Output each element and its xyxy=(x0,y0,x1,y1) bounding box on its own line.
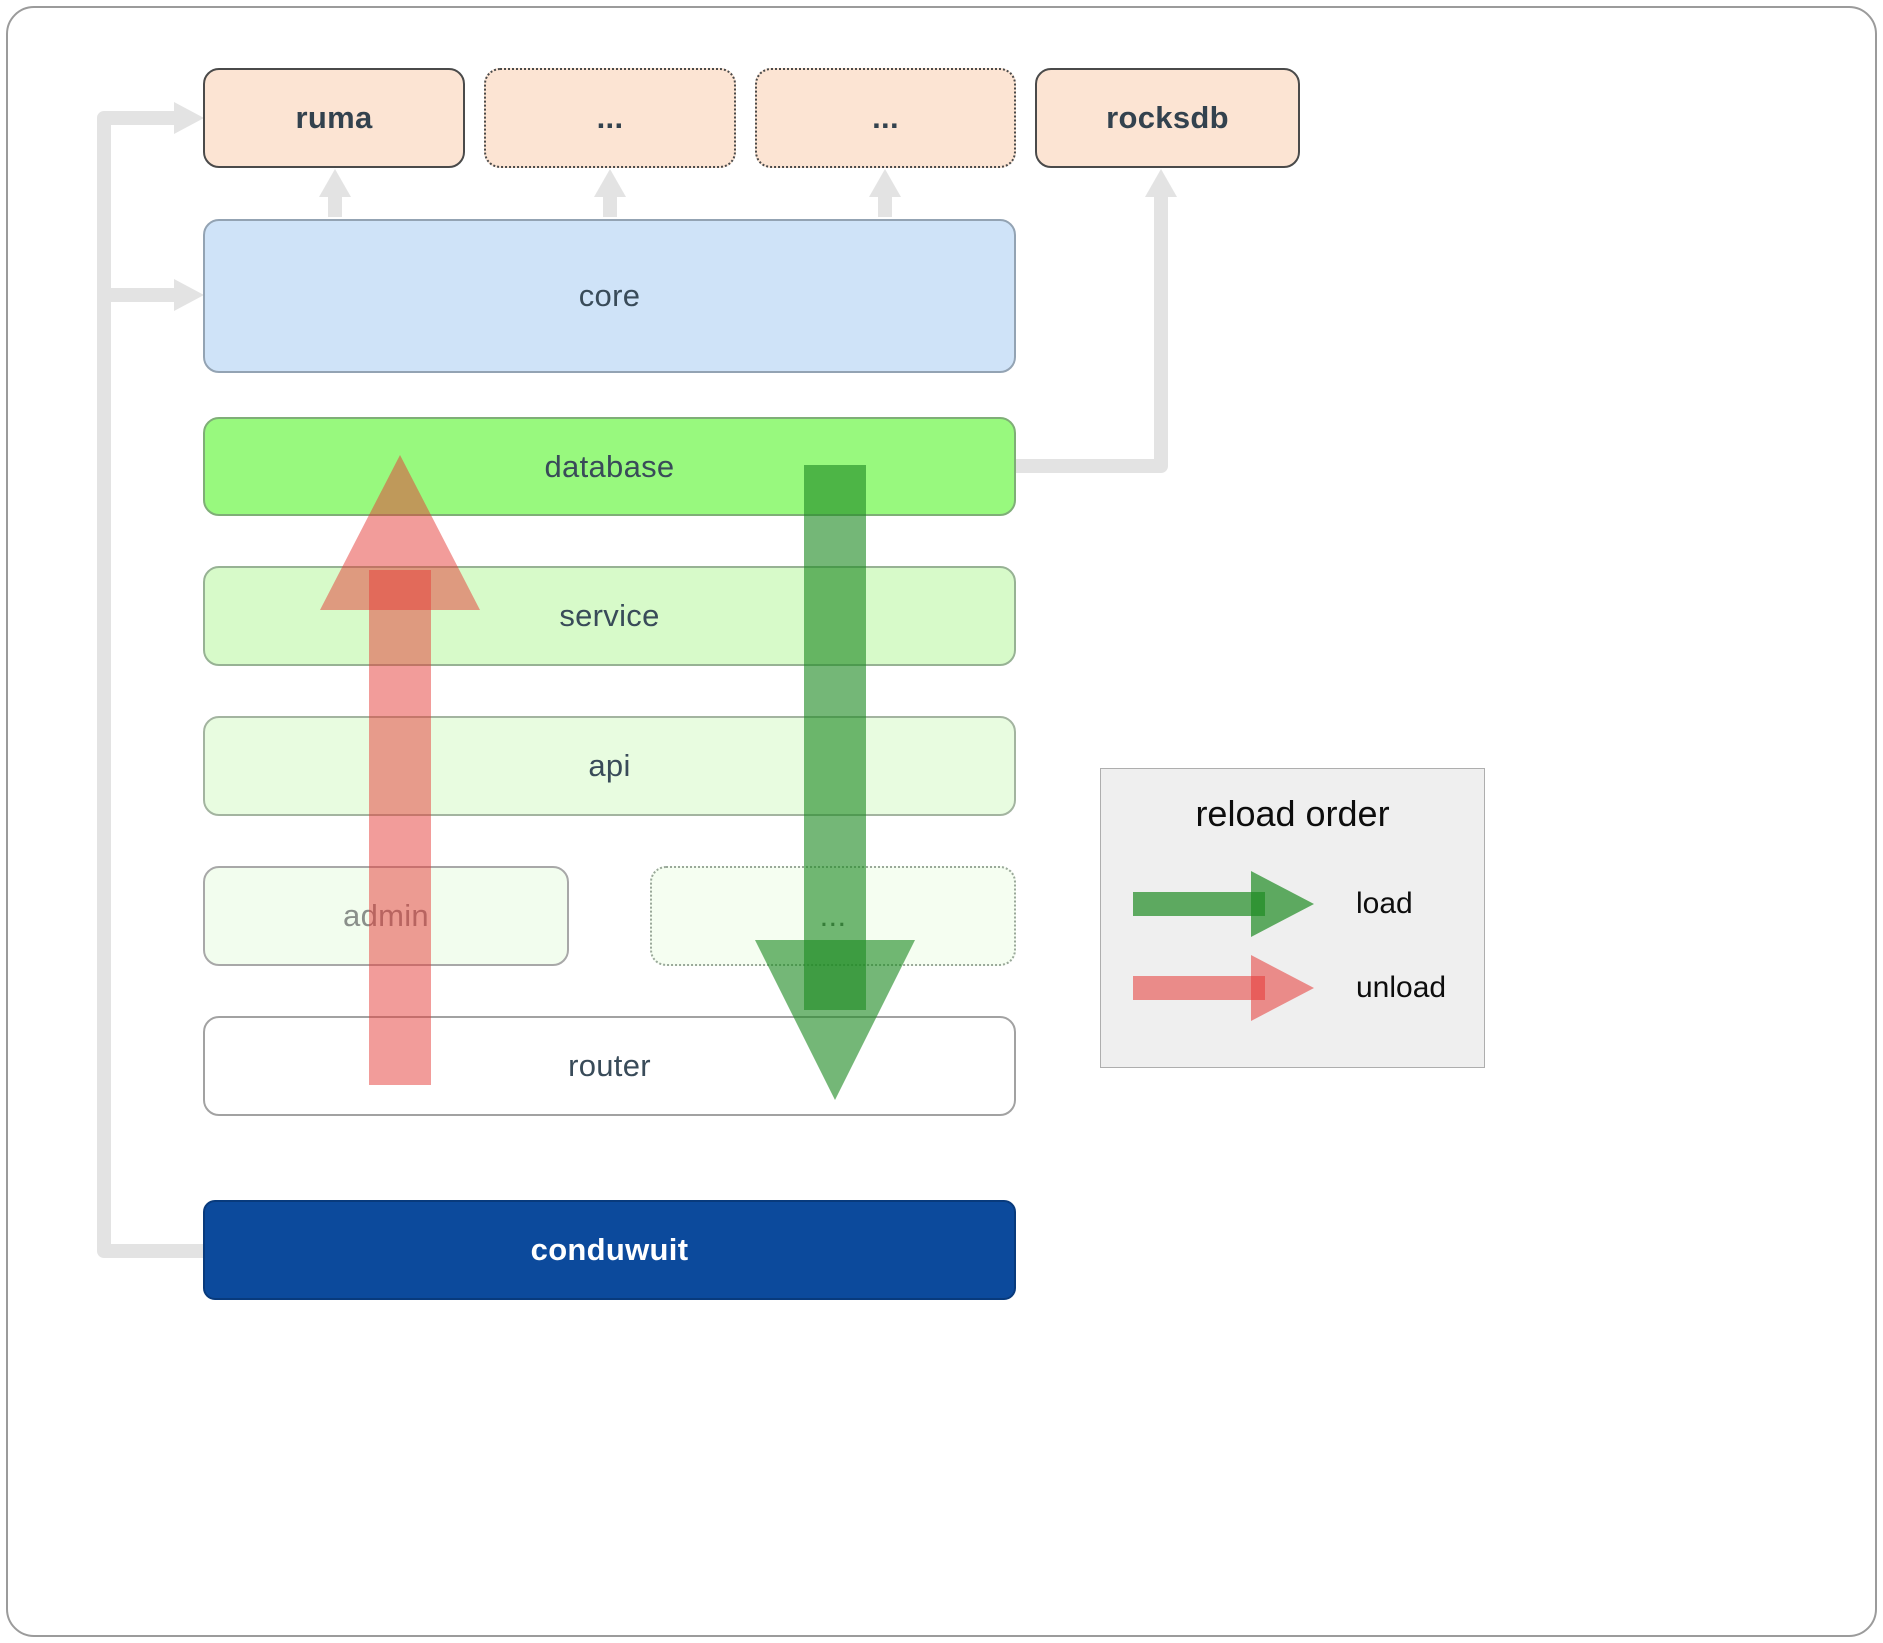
box-dots-top-1-label: ... xyxy=(596,100,624,135)
legend-load-arrow-icon xyxy=(1133,871,1314,937)
box-router-label: router xyxy=(568,1048,651,1083)
box-database: database xyxy=(203,417,1016,516)
legend-panel: reload order load unload xyxy=(1100,768,1485,1068)
legend-row-load: load xyxy=(1131,865,1413,943)
box-conduwuit: conduwuit xyxy=(203,1200,1016,1300)
box-admin-label: admin xyxy=(343,898,429,933)
legend-unload-arrow-icon xyxy=(1133,955,1314,1021)
legend-unload-label: unload xyxy=(1356,971,1447,1004)
box-dots-mid-label: ... xyxy=(819,898,847,933)
box-conduwuit-label: conduwuit xyxy=(530,1232,689,1267)
legend-row-unload: unload xyxy=(1131,949,1446,1027)
box-service-label: service xyxy=(559,598,660,633)
box-api-label: api xyxy=(588,748,631,783)
box-rocksdb-label: rocksdb xyxy=(1106,100,1229,135)
box-service: service xyxy=(203,566,1016,666)
box-dots-mid: ... xyxy=(650,866,1016,966)
box-dots-top-1: ... xyxy=(484,68,736,168)
box-dots-top-2: ... xyxy=(755,68,1016,168)
box-core-label: core xyxy=(578,278,641,313)
box-dots-top-2-label: ... xyxy=(872,100,899,135)
box-rocksdb: rocksdb xyxy=(1035,68,1300,168)
legend-load-label: load xyxy=(1356,887,1413,920)
box-database-label: database xyxy=(544,448,675,484)
box-ruma-label: ruma xyxy=(295,100,373,135)
box-ruma: ruma xyxy=(203,68,465,168)
box-core: core xyxy=(203,219,1016,373)
box-api: api xyxy=(203,716,1016,816)
legend-title: reload order xyxy=(1195,793,1390,834)
box-router: router xyxy=(203,1016,1016,1116)
box-admin: admin xyxy=(203,866,569,966)
